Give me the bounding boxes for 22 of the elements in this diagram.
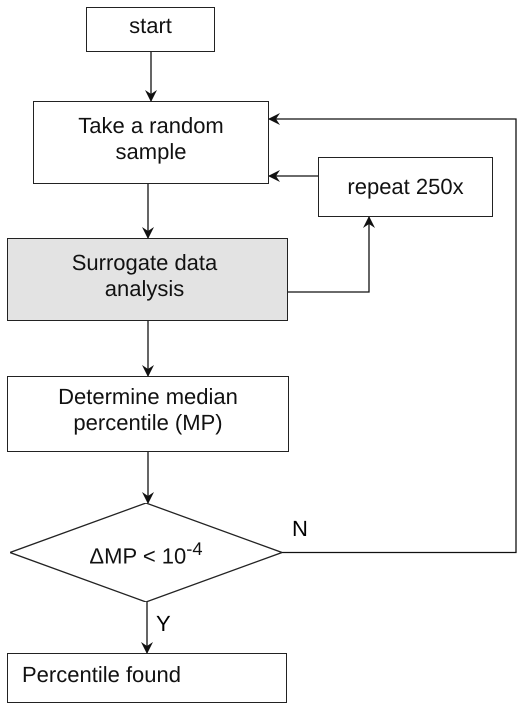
node-label: start: [129, 12, 172, 38]
process-box: [86, 7, 215, 52]
node-label: repeat 250x: [347, 174, 464, 200]
process-box: [7, 653, 287, 703]
arrow: [268, 170, 318, 182]
process-box: [7, 376, 289, 452]
arrow: [142, 184, 154, 239]
node-label: Surrogate data analysis: [70, 250, 218, 302]
arrow: [142, 452, 154, 504]
node-label: Determine median percentile (MP): [57, 384, 239, 436]
node-label: Take a random sample: [77, 112, 225, 164]
node-label: Percentile found: [22, 662, 181, 688]
arrow: [141, 602, 153, 654]
arrow: [288, 216, 375, 293]
decision-diamond: [10, 503, 282, 602]
process-box: [33, 101, 269, 184]
node-label: ΔMP < 10$^{-4}$: [89, 536, 203, 570]
arrow: [142, 321, 154, 377]
arrow: [145, 52, 157, 102]
process-box: [318, 157, 493, 217]
process-box: [7, 238, 288, 321]
arrow: [268, 113, 517, 554]
